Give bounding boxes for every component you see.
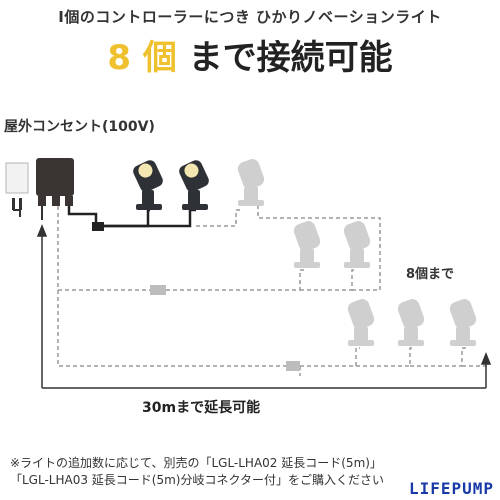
splitter-connector-icon — [286, 361, 300, 371]
subtitle: I個のコントローラーにつき ひかりノベーションライト — [58, 8, 442, 26]
extension-length-label: 30mまで延長可能 — [142, 400, 261, 416]
spotlight-icon — [133, 160, 163, 210]
splitter-connector-icon — [150, 285, 166, 295]
footnote: ※ライトの追加数に応じて、別売の「LGL-LHA02 延長コード(5m)」 「L… — [10, 455, 500, 489]
footnote-line-2: 「LGL-LHA03 延長コード(5m)分岐コネクター付」をご購入ください — [10, 473, 385, 487]
headline-rest: まで接続可能 — [188, 38, 393, 78]
spotlight-icon — [179, 160, 209, 210]
controller-icon — [36, 158, 74, 220]
spotlight-ghost-icon — [341, 219, 373, 268]
spotlight-ghost-icon — [291, 219, 323, 268]
light-count-label: 8個まで — [406, 267, 455, 282]
headline-counter: 個 — [142, 38, 177, 78]
spotlight-ghost-icon — [395, 297, 427, 346]
headline-number: 8 — [107, 38, 131, 78]
range-arrow — [36, 223, 492, 389]
watermark: LIFEPUMP — [408, 479, 494, 498]
spotlight-ghost-icon — [235, 157, 267, 206]
spotlight-ghost-icon — [345, 297, 377, 346]
outdoor-outlet-icon — [5, 162, 29, 217]
headline: 8 個 まで接続可能 — [0, 36, 500, 80]
spotlight-ghost-icon — [447, 297, 479, 346]
footnote-line-1: ※ライトの追加数に応じて、別売の「LGL-LHA02 延長コード(5m)」 — [10, 456, 382, 470]
outlet-label: 屋外コンセント(100V) — [4, 119, 155, 135]
extension-cables — [57, 206, 487, 376]
main-cable — [67, 206, 196, 231]
